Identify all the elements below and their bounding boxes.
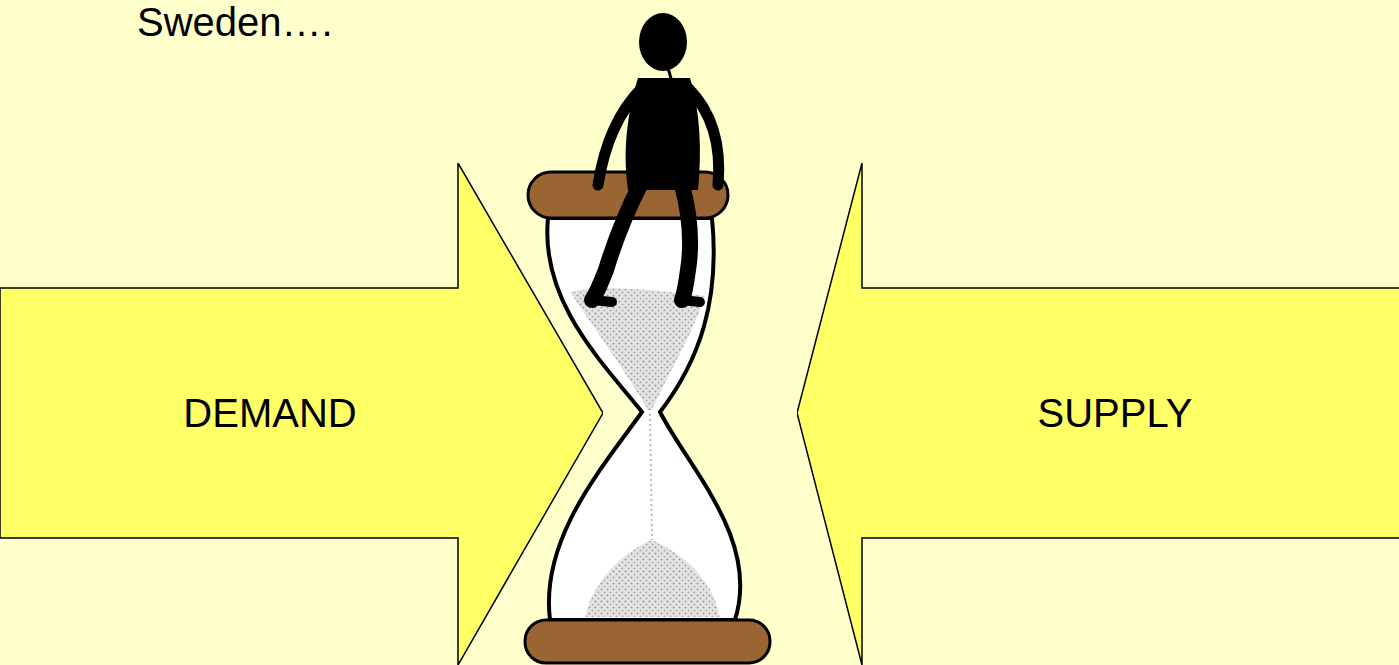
- arrow-label: DEMAND: [183, 391, 356, 435]
- sitting-person: [592, 13, 719, 302]
- arrow-label: SUPPLY: [1038, 391, 1193, 435]
- falling-sand: [650, 414, 652, 540]
- hourglass-bottom-cap: [525, 620, 770, 663]
- supply-arrow: SUPPLY: [797, 163, 1399, 665]
- demand-arrow: DEMAND: [0, 163, 603, 665]
- slide-title: Sweden….: [137, 2, 333, 42]
- lower-sand: [585, 540, 720, 617]
